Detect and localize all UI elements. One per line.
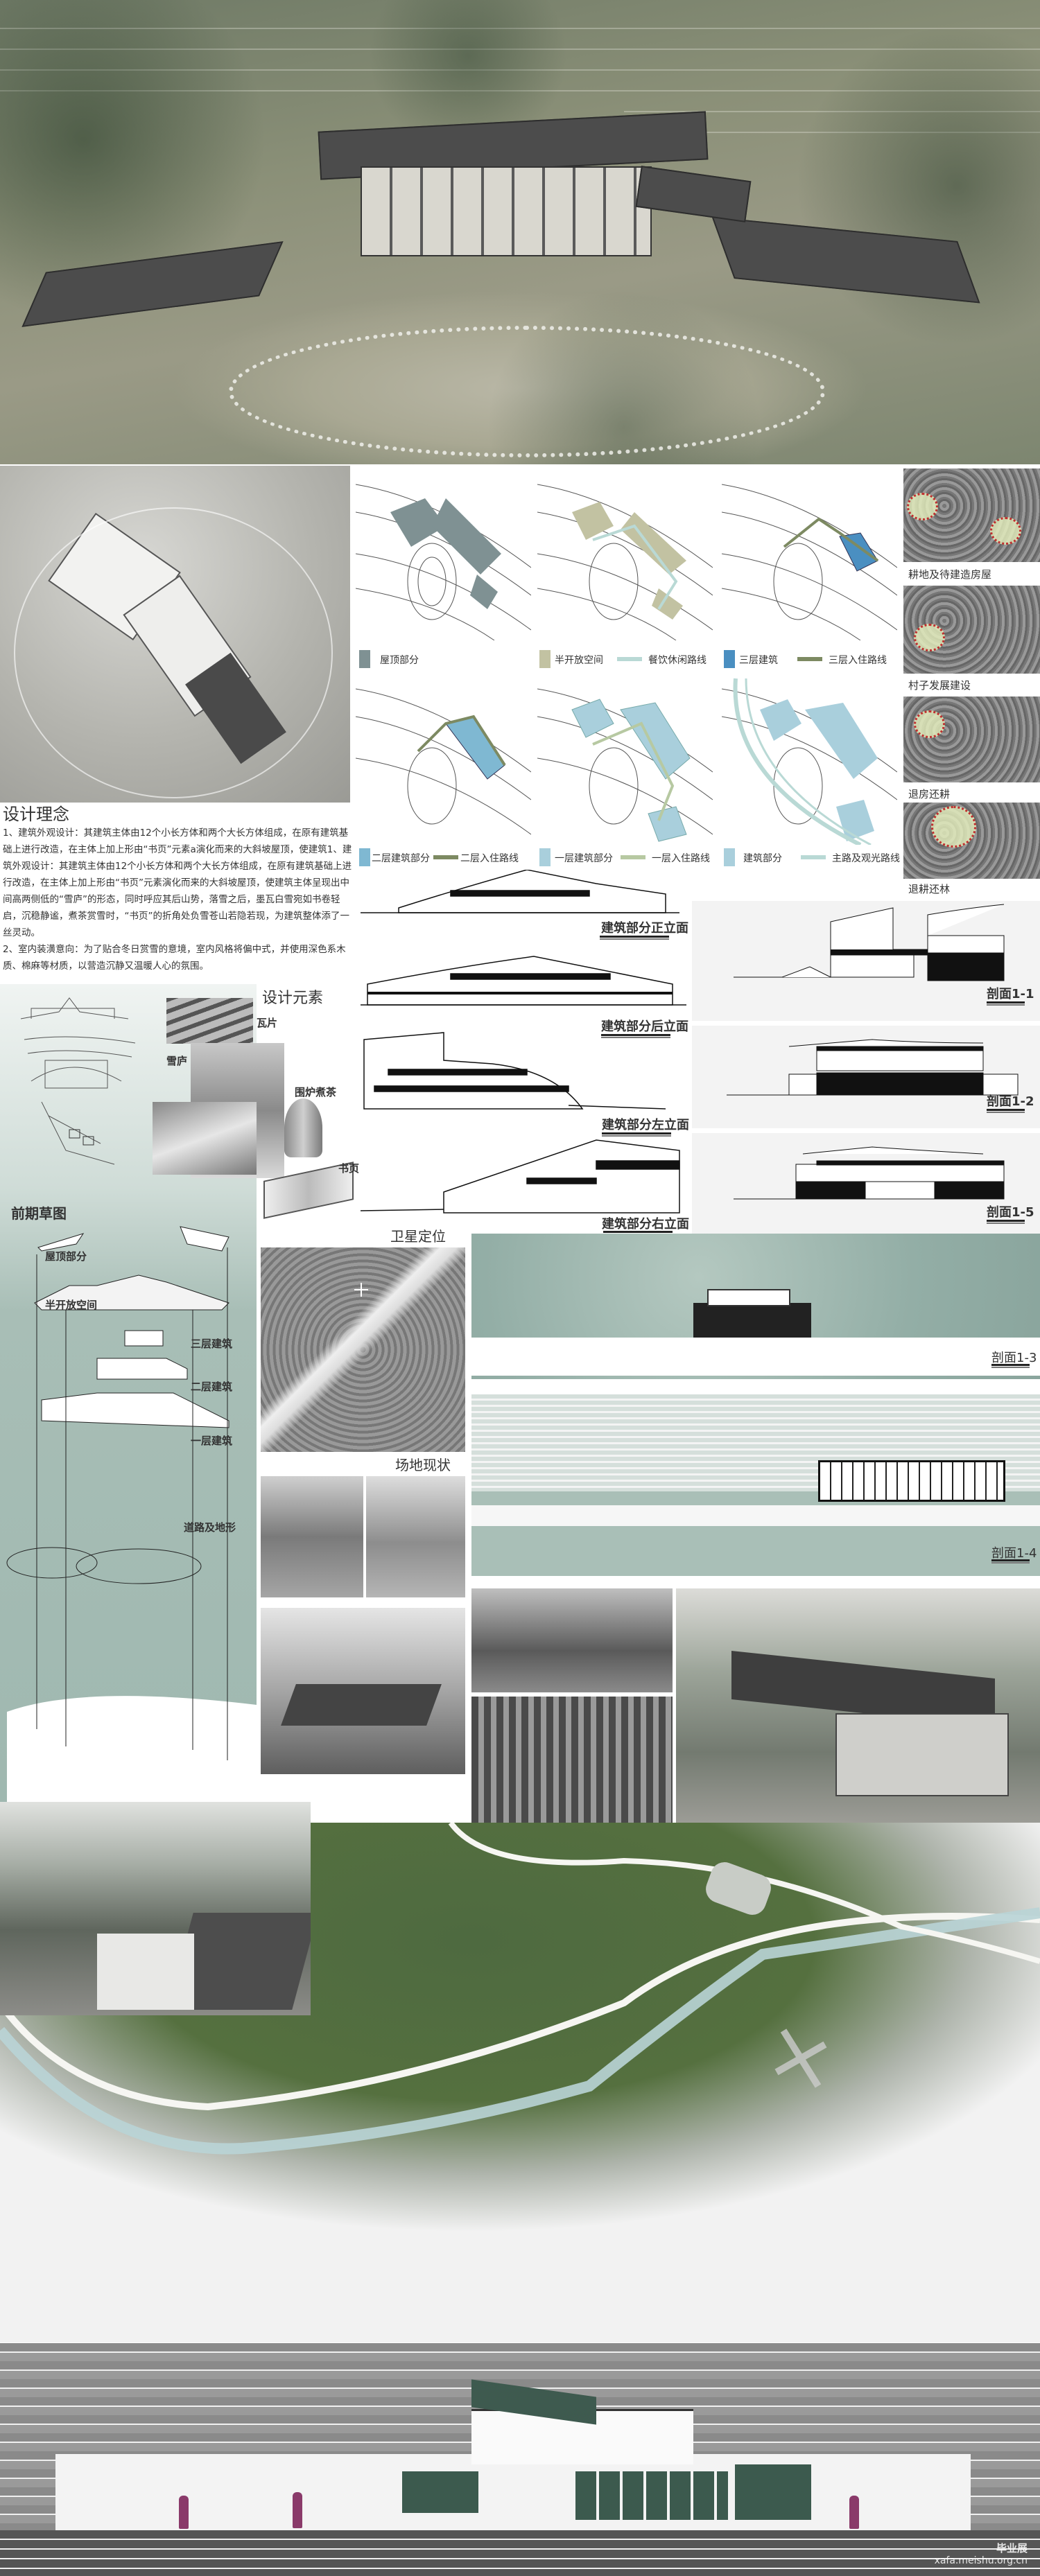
plan-first-floor [537, 675, 713, 845]
section-1-4: 剖面1-4 [471, 1394, 1040, 1576]
hero-aerial-render [0, 0, 1040, 464]
history-map-3 [903, 696, 1040, 782]
history-label: 退房还耕 [908, 788, 951, 800]
satellite-image [261, 1247, 465, 1452]
main-elevation-render: 毕业展 xafa.meishu.org.cn [0, 2343, 1040, 2576]
exterior-render [676, 1588, 1040, 1823]
design-elements-title: 设计元素 [262, 990, 324, 1007]
site-photo-2 [366, 1476, 465, 1597]
section-1-1: 剖面1-1 [692, 901, 1040, 1021]
history-map-4 [903, 803, 1040, 879]
tile-image [166, 998, 253, 1044]
tea-stove-image [284, 1098, 322, 1157]
plan-circulation [722, 675, 897, 845]
history-label: 耕地及待建造房屋 [908, 568, 992, 581]
human-figure [293, 2492, 302, 2528]
site-render-3 [261, 1608, 465, 1774]
section-1-5: 剖面1-5 [692, 1133, 1040, 1234]
history-map-2 [903, 586, 1040, 674]
axon-layer-label: 半开放空间 [45, 1299, 98, 1311]
plan-roof [356, 471, 531, 640]
interior-render-2 [471, 1697, 673, 1823]
concept-paragraph-1: 1、建筑外观设计：其建筑主体由12个小长方体和两个大长方体组成，在原有建筑基础上… [3, 827, 352, 938]
history-label: 退耕还林 [908, 883, 951, 895]
early-sketches [20, 997, 136, 1165]
human-figure [849, 2496, 859, 2529]
site-plan-render [0, 466, 350, 803]
history-map-1 [903, 468, 1040, 562]
plan-second-floor [356, 675, 531, 845]
satellite-title: 卫星定位 [390, 1228, 446, 1245]
snow-field-image [153, 1102, 257, 1175]
human-figure [179, 2496, 189, 2529]
history-label: 村子发展建设 [908, 679, 971, 692]
axon-layer-label: 道路及地形 [184, 1521, 236, 1534]
watermark: 毕业展 xafa.meishu.org.cn [934, 2542, 1028, 2566]
plan-third-floor [722, 471, 897, 640]
site-status-title: 场地现状 [395, 1457, 451, 1473]
elevation-drawings [361, 870, 686, 1213]
plan-semi-open [537, 471, 713, 640]
sketch-title: 前期草图 [11, 1205, 67, 1222]
elevation-label: 建筑部分正立面 [601, 921, 688, 936]
aerial-render-inset [0, 1802, 311, 2015]
axon-layer-label: 一层建筑 [191, 1435, 233, 1447]
section-1-2: 剖面1-2 [692, 1026, 1040, 1128]
design-concept: 设计理念 1、建筑外观设计：其建筑主体由12个小长方体和两个大长方体组成，在原有… [3, 804, 353, 974]
interior-render-1 [471, 1588, 673, 1692]
elevation-label: 建筑部分左立面 [602, 1118, 689, 1132]
elevation-label: 建筑部分右立面 [602, 1217, 689, 1232]
elevation-label: 建筑部分后立面 [601, 1019, 688, 1034]
axon-layer-label: 屋顶部分 [45, 1250, 87, 1263]
axon-layer-label: 二层建筑 [191, 1381, 233, 1393]
concept-paragraph-2: 2、室内装潢意向：为了贴合冬日赏雪的意境，室内风格将偏中式，并使用深色系木质、棉… [3, 944, 346, 972]
concept-title: 设计理念 [3, 805, 69, 824]
site-photo-1 [261, 1476, 363, 1597]
axon-layer-label: 三层建筑 [191, 1338, 233, 1350]
section-1-3: 剖面1-3 [471, 1234, 1040, 1379]
